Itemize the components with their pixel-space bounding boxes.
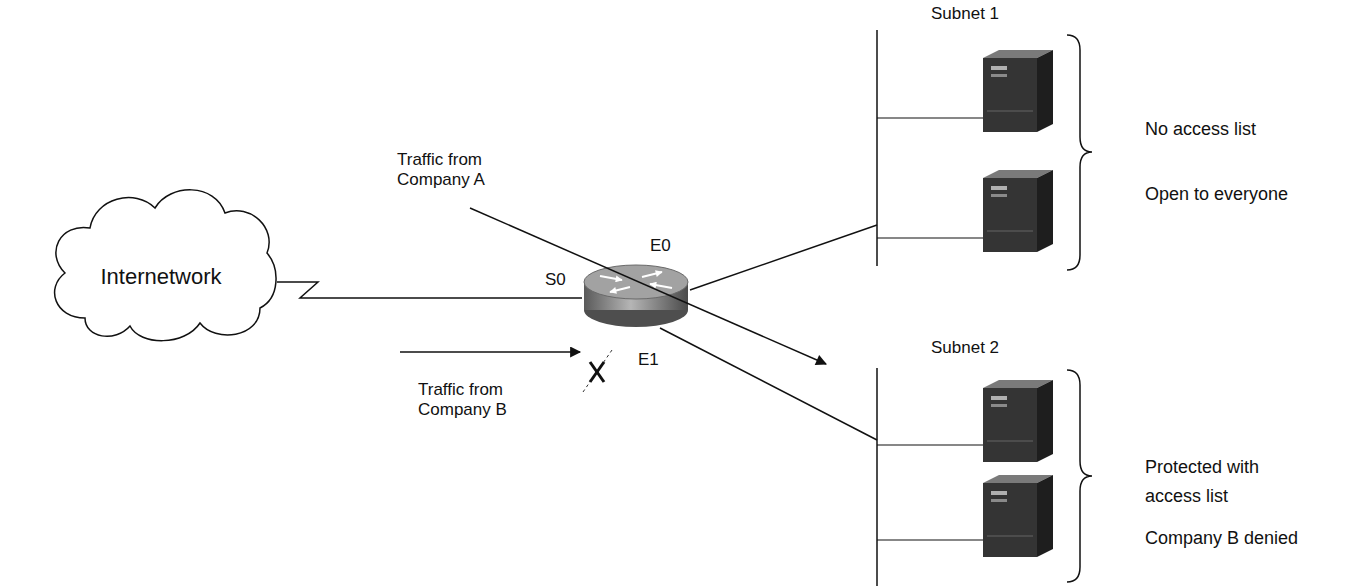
network-link: [660, 328, 877, 440]
server-icon: [983, 380, 1053, 462]
network-link: [690, 225, 877, 290]
interface-label: E1: [638, 350, 659, 370]
subnet-bus: [876, 30, 878, 266]
server-drop: [877, 117, 983, 118]
router: S0E0E1: [582, 262, 690, 328]
note-text: Open to everyone: [1145, 184, 1288, 206]
traffic-label: Traffic from Company B: [418, 380, 518, 421]
curly-brace: [1067, 35, 1092, 270]
note-text: No access list: [1145, 119, 1256, 141]
note-text: Company B denied: [1145, 528, 1298, 550]
cloud-outline: [45, 178, 277, 343]
server-drop: [877, 444, 983, 445]
server-drop: [877, 237, 983, 238]
note-text: Protected with access list: [1145, 453, 1295, 511]
network-link: [277, 282, 582, 298]
denied-x: [590, 362, 604, 382]
subnet-segment: Subnet 2: [877, 338, 1062, 586]
interface-label: E0: [650, 236, 671, 256]
network-cloud: Internetwork: [45, 178, 277, 343]
subnet-label: Subnet 1: [931, 4, 999, 24]
traffic-arrow: [400, 351, 580, 353]
traffic-arrow: [470, 208, 826, 364]
curly-brace: [1067, 370, 1092, 582]
denied-dash: [583, 350, 612, 392]
cloud-outline: [55, 190, 276, 341]
server-icon: [983, 50, 1053, 132]
router-arrow: [600, 276, 622, 280]
router-arrow: [650, 284, 672, 288]
cloud-label: Internetwork: [100, 264, 221, 290]
server-drop: [877, 539, 983, 540]
denied-x: [590, 362, 604, 382]
server-icon: [983, 475, 1053, 557]
interface-label: S0: [545, 270, 566, 290]
subnet-bus: [876, 368, 878, 586]
router-arrow: [610, 287, 630, 292]
router-arrow: [642, 272, 662, 277]
subnet-label: Subnet 2: [931, 338, 999, 358]
router-icon: [584, 265, 688, 299]
server-icon: [983, 170, 1053, 252]
traffic-label: Traffic from Company A: [397, 150, 502, 191]
subnet-segment: Subnet 1: [877, 4, 1062, 270]
